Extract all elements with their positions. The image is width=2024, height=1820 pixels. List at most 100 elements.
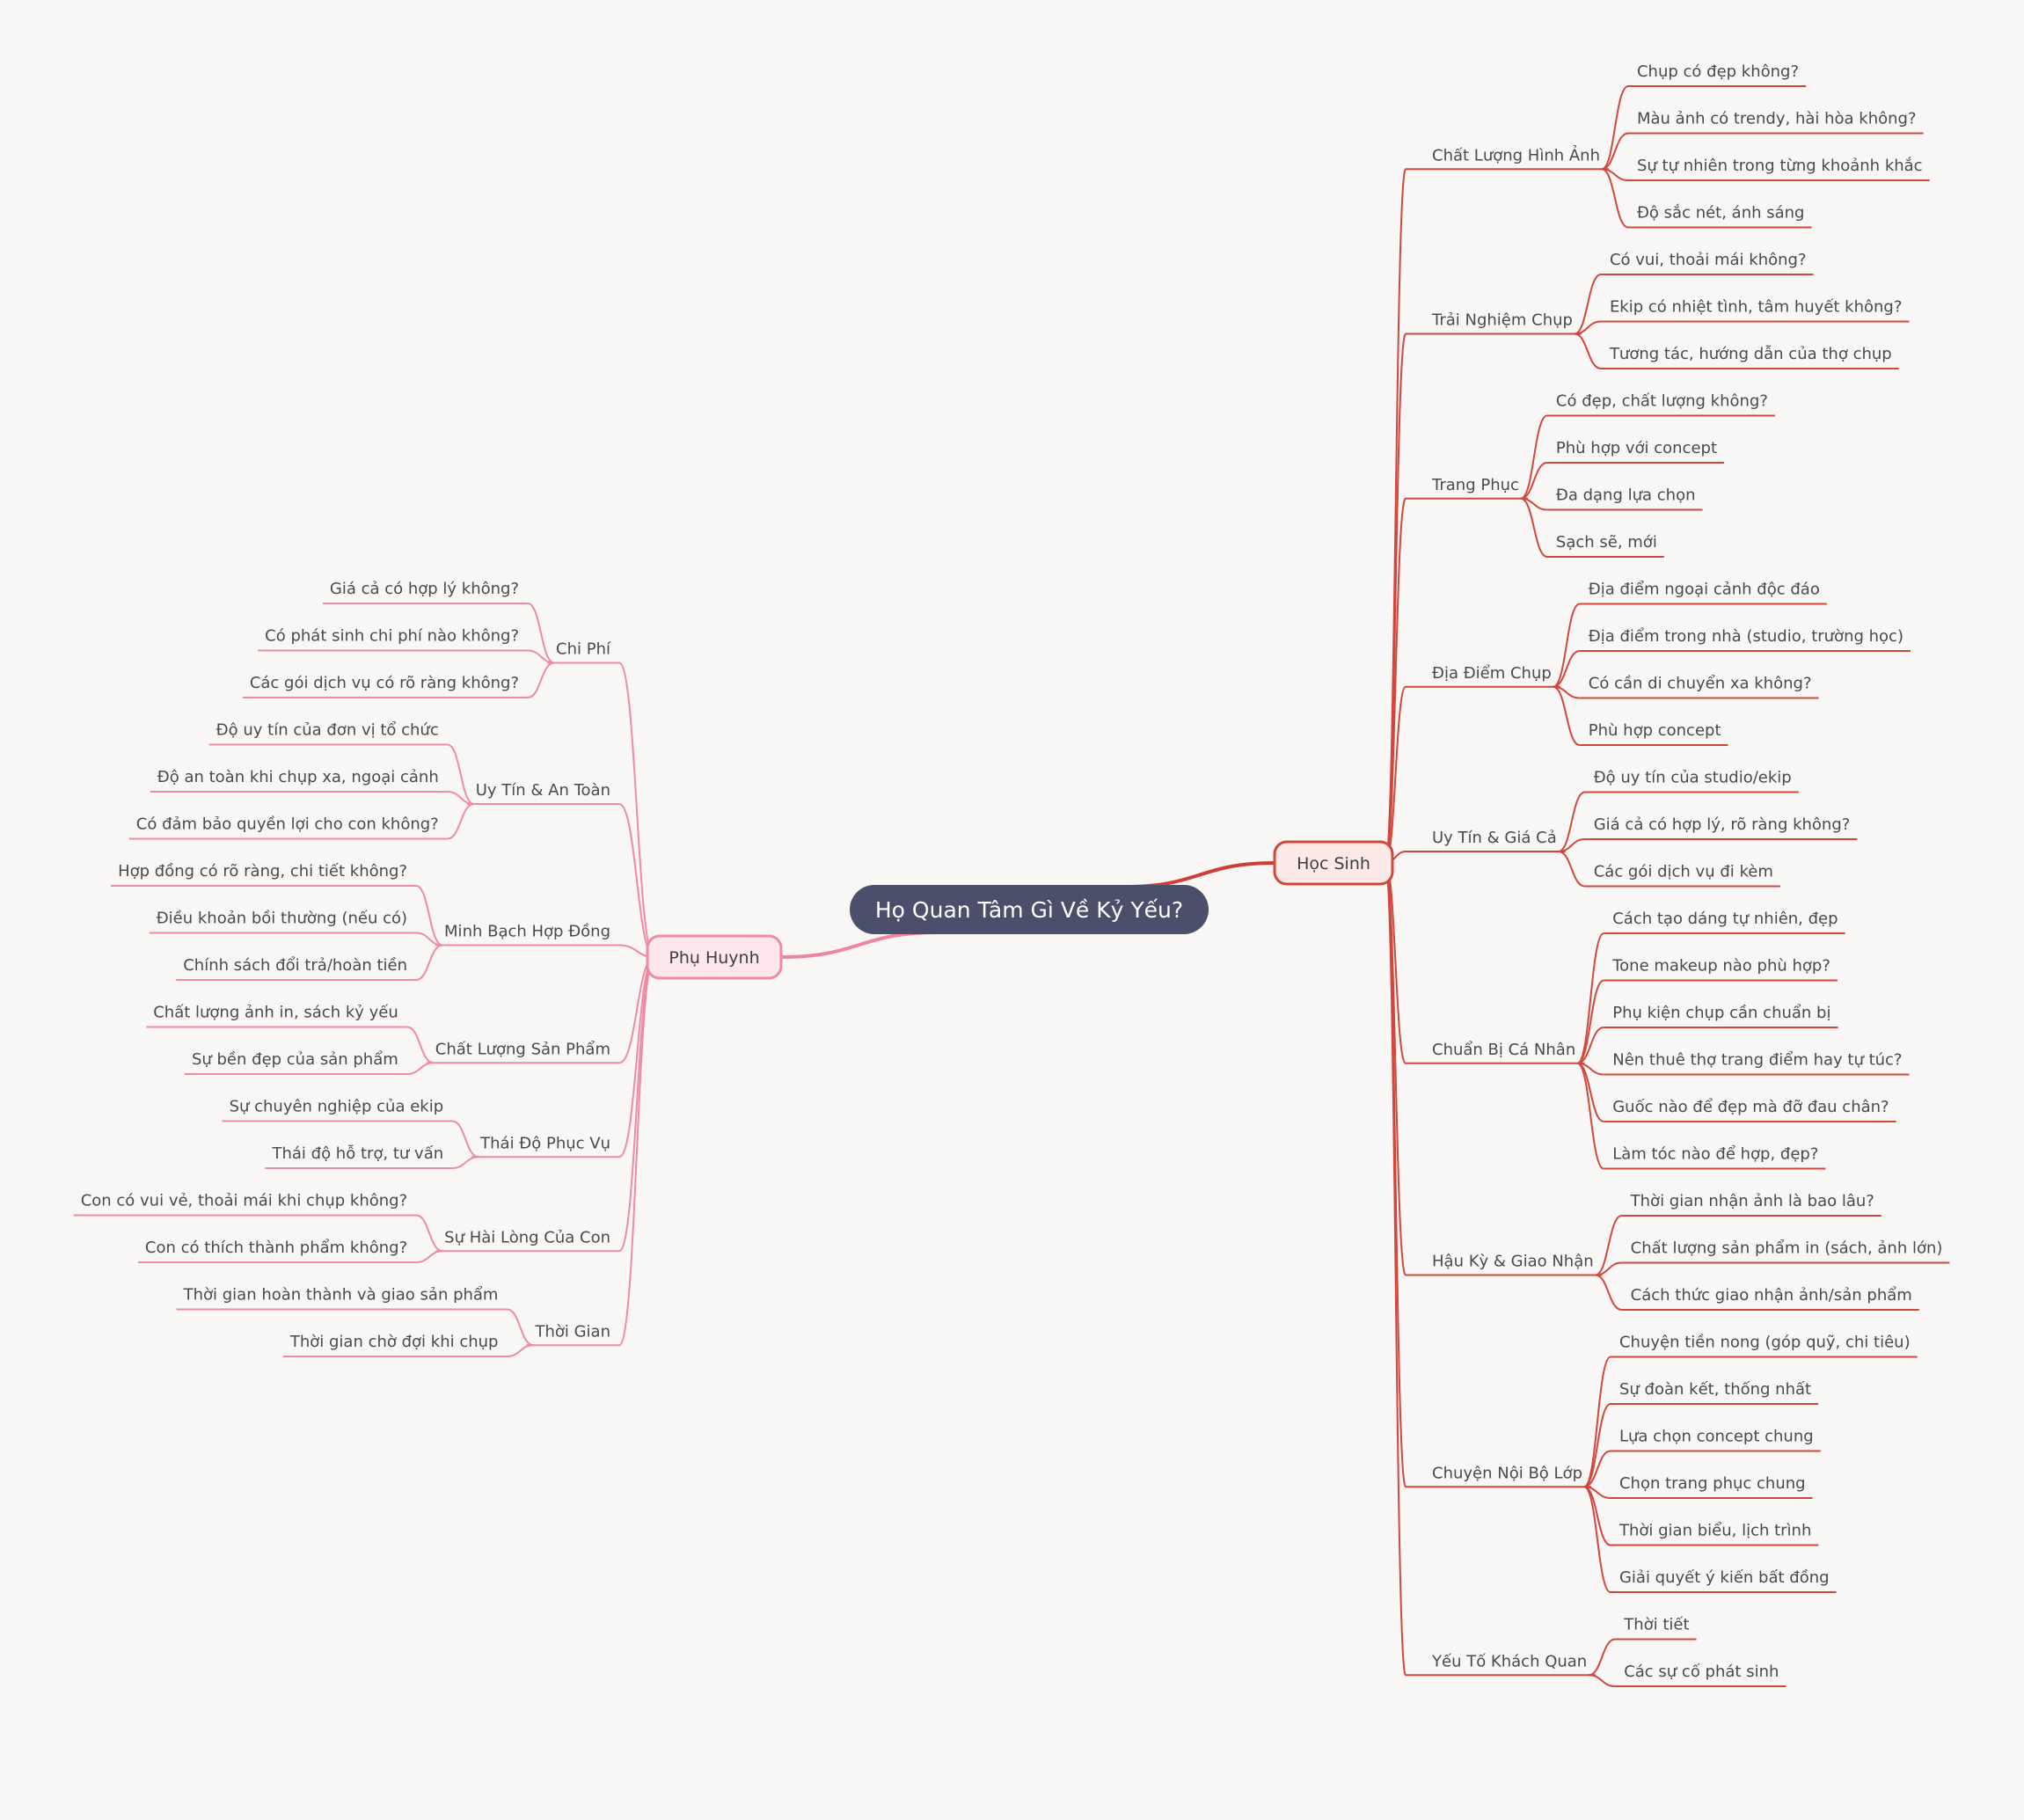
connector-line [1601, 132, 1629, 171]
item-label[interactable]: Sự đoàn kết, thống nhất [1619, 1380, 1811, 1399]
connector-line [1553, 685, 1581, 746]
topic-label[interactable]: Uy Tín & An Toàn [476, 781, 610, 800]
item-label[interactable]: Có phát sinh chi phí nào không? [265, 627, 519, 646]
item-label[interactable]: Độ uy tín của đơn vị tổ chức [216, 721, 439, 740]
item-label[interactable]: Làm tóc nào để hợp, đẹp? [1612, 1145, 1818, 1164]
connector-line [415, 932, 443, 947]
topic-group: Chất Lượng Sản Phẩm Chất lượng ảnh in, sá… [146, 1004, 619, 1075]
item-label[interactable]: Phù hợp concept [1589, 721, 1721, 740]
topic-group: Trang Phục Có đẹp, chất lượng không? Phù h… [1406, 392, 1775, 558]
item-label[interactable]: Sạch sẽ, mới [1556, 533, 1657, 552]
branch-node-label: Học Sinh [1297, 854, 1370, 873]
item-label[interactable]: Nên thuê thợ trang điểm hay tự túc? [1612, 1051, 1902, 1070]
topic-label[interactable]: Thời Gian [534, 1322, 610, 1341]
item-label[interactable]: Hợp đồng có rõ ràng, chi tiết không? [118, 862, 407, 881]
item-label[interactable]: Địa điểm trong nhà (studio, trường học) [1589, 627, 1903, 646]
connector-line [1583, 1403, 1611, 1488]
item-label[interactable]: Con có vui vẻ, thoải mái khi chụp không? [81, 1192, 407, 1210]
topic-label[interactable]: Sự Hài Lòng Của Con [444, 1228, 610, 1246]
branch-node-right[interactable]: Học Sinh [1273, 840, 1394, 886]
item-label[interactable]: Độ sắc nét, ánh sáng [1637, 204, 1805, 223]
topic-group: Trải Nghiệm Chụp Có vui, thoải mái không?… [1406, 251, 1910, 369]
item-label[interactable]: Guốc nào để đẹp mà đỡ đau chân? [1612, 1098, 1889, 1116]
item-label[interactable]: Độ uy tín của studio/ekip [1594, 769, 1792, 787]
item-label[interactable]: Phụ kiện chụp cần chuẩn bị [1612, 1004, 1830, 1022]
item-label[interactable]: Chính sách đổi trả/hoàn tiền [183, 956, 407, 975]
topic-label[interactable]: Uy Tín & Giá Cả [1432, 829, 1557, 847]
item-label[interactable]: Ekip có nhiệt tình, tâm huyết không? [1610, 298, 1902, 317]
item-label[interactable]: Chọn trang phục chung [1619, 1474, 1806, 1493]
item-label[interactable]: Cách thức giao nhận ảnh/sản phẩm [1631, 1286, 1912, 1305]
item-label[interactable]: Độ an toàn khi chụp xa, ngoại cảnh [157, 768, 439, 786]
connector-line [406, 1062, 434, 1075]
item-label[interactable]: Có cần di chuyển xa không? [1589, 675, 1812, 693]
item-label[interactable]: Có vui, thoải mái không? [1610, 251, 1807, 269]
item-label[interactable]: Có đảm bảo quyền lợi cho con không? [136, 815, 439, 834]
item-label[interactable]: Chất lượng ảnh in, sách kỷ yếu [153, 1004, 398, 1022]
item-label[interactable]: Địa điểm ngoại cảnh độc đáo [1589, 581, 1820, 599]
connector-line [1595, 1274, 1622, 1311]
topic-label[interactable]: Địa Điểm Chụp [1432, 664, 1552, 683]
connector-line [415, 885, 443, 947]
item-label[interactable]: Giá cả có hợp lý không? [330, 580, 519, 598]
topic-label[interactable]: Chi Phí [556, 640, 611, 659]
item-label[interactable]: Con có thích thành phẩm không? [145, 1239, 407, 1257]
topic-label[interactable]: Chất Lượng Hình Ảnh [1432, 144, 1600, 164]
item-label[interactable]: Chất lượng sản phẩm in (sách, ảnh lớn) [1631, 1239, 1943, 1258]
item-label[interactable]: Tone makeup nào phù hợp? [1611, 957, 1830, 976]
topic-label[interactable]: Thái Độ Phục Vụ [479, 1134, 610, 1152]
topic-label[interactable]: Trang Phục [1431, 476, 1519, 494]
topic-label[interactable]: Chất Lượng Sản Phẩm [435, 1040, 610, 1058]
connector-line [527, 649, 555, 664]
item-label[interactable]: Cách tạo dáng tự nhiên, đẹp [1612, 910, 1838, 928]
item-label[interactable]: Thời gian biểu, lịch trình [1618, 1522, 1811, 1540]
topic-label[interactable]: Hậu Kỳ & Giao Nhận [1432, 1253, 1594, 1271]
connector-line [1595, 1261, 1622, 1276]
topic-group: Minh Bạch Hợp Đồng Hợp đồng có rõ ràng, c… [111, 862, 619, 981]
item-label[interactable]: Sự bền đẹp của sản phẩm [192, 1050, 398, 1069]
topic-label[interactable]: Yếu Tố Khách Quan [1431, 1652, 1587, 1670]
topic-group: Sự Hài Lòng Của Con Con có vui vẻ, thoải … [73, 1192, 619, 1263]
connector-line [1558, 791, 1586, 852]
item-label[interactable]: Các gói dịch vụ có rõ ràng không? [250, 674, 519, 692]
item-label[interactable]: Sự chuyên nghiệp của ekip [230, 1098, 444, 1116]
connector-line [415, 944, 443, 981]
root-node-box [850, 885, 1209, 934]
item-label[interactable]: Giải quyết ý kiến bất đồng [1619, 1568, 1830, 1587]
connector-line [1520, 462, 1548, 500]
connector-line [1576, 932, 1604, 1064]
connector-line [1588, 1638, 1616, 1677]
item-label[interactable]: Các sự cố phát sinh [1624, 1663, 1779, 1681]
item-label[interactable]: Sự tự nhiên trong từng khoảnh khắc [1637, 157, 1923, 175]
connector-line [1601, 168, 1629, 229]
item-label[interactable]: Tương tác, hướng dẫn của thợ chụp [1609, 345, 1892, 363]
connector-line [1520, 497, 1548, 558]
item-label[interactable]: Chuyện tiền nong (góp quỹ, chi tiêu) [1619, 1334, 1911, 1352]
topic-label[interactable]: Chuẩn Bị Cá Nhân [1432, 1041, 1575, 1059]
item-label[interactable]: Thời gian hoàn thành và giao sản phẩm [183, 1286, 499, 1305]
item-label[interactable]: Đa dạng lựa chọn [1556, 486, 1696, 505]
connector-line [416, 1250, 443, 1263]
topic-group: Chuẩn Bị Cá Nhân Cách tạo dáng tự nhiên, … [1406, 910, 1910, 1170]
item-label[interactable]: Các gói dịch vụ đi kèm [1594, 863, 1773, 881]
item-label[interactable]: Có đẹp, chất lượng không? [1556, 392, 1768, 411]
connector-line [1576, 979, 1604, 1064]
item-label[interactable]: Phù hợp với concept [1556, 439, 1717, 457]
topic-label[interactable]: Trải Nghiệm Chụp [1431, 311, 1573, 330]
item-label[interactable]: Giá cả có hợp lý, rõ ràng không? [1594, 815, 1851, 834]
item-label[interactable]: Thời gian nhận ảnh là bao lâu? [1630, 1192, 1874, 1210]
item-label[interactable]: Thời gian chờ đợi khi chụp [289, 1333, 499, 1351]
branch-node-left[interactable]: Phụ Huynh [646, 934, 783, 980]
item-label[interactable]: Thái độ hỗ trợ, tư vấn [271, 1144, 443, 1163]
topic-label[interactable]: Chuyện Nội Bộ Lớp [1432, 1464, 1582, 1482]
topic-label[interactable]: Minh Bạch Hợp Đồng [444, 923, 610, 941]
item-label[interactable]: Thời tiết [1623, 1616, 1689, 1634]
topic-group: Thời Gian Thời gian hoàn thành và giao sả… [176, 1286, 619, 1357]
connector-line [507, 1344, 534, 1357]
item-label[interactable]: Màu ảnh có trendy, hài hòa không? [1637, 110, 1917, 128]
item-label[interactable]: Chụp có đẹp không? [1637, 62, 1799, 81]
item-label[interactable]: Lựa chọn concept chung [1619, 1428, 1814, 1446]
connector-line [451, 1120, 479, 1159]
item-label[interactable]: Điều khoản bồi thường (nếu có) [157, 910, 407, 928]
